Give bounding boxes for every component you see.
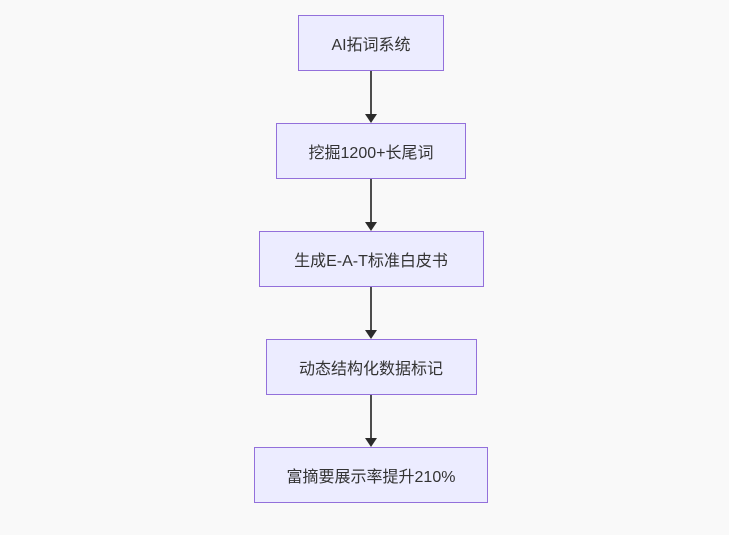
flow-node-dynamic-structured-data-markup: 动态结构化数据标记	[265, 339, 477, 395]
arrow-line	[370, 71, 372, 114]
arrow-down-icon	[365, 330, 377, 339]
flow-node-label: 挖掘1200+长尾词	[308, 145, 434, 162]
flowchart: AI拓词系统 挖掘1200+长尾词 生成E-A-T标准白皮书 动态结构化数据标记	[254, 15, 488, 503]
arrow-line	[370, 179, 372, 222]
arrow-down-icon	[365, 222, 377, 231]
flow-node-ai-word-expansion-system: AI拓词系统	[298, 15, 444, 71]
arrow-line	[370, 395, 372, 438]
flow-edge-2	[365, 179, 377, 231]
flow-node-label: 生成E-A-T标准白皮书	[294, 253, 448, 270]
flow-node-rich-snippet-rate-increase: 富摘要展示率提升210%	[254, 447, 488, 503]
arrow-down-icon	[365, 438, 377, 447]
arrow-line	[370, 287, 372, 330]
flow-edge-1	[365, 71, 377, 123]
flow-edge-3	[365, 287, 377, 339]
flow-node-label: 富摘要展示率提升210%	[286, 469, 456, 486]
flow-edge-4	[365, 395, 377, 447]
flow-node-generate-eat-whitepaper: 生成E-A-T标准白皮书	[258, 231, 484, 287]
arrow-down-icon	[365, 114, 377, 123]
flow-node-label: AI拓词系统	[331, 37, 411, 54]
flow-node-label: 动态结构化数据标记	[298, 361, 443, 378]
flow-node-mine-longtail-keywords: 挖掘1200+长尾词	[276, 123, 466, 179]
